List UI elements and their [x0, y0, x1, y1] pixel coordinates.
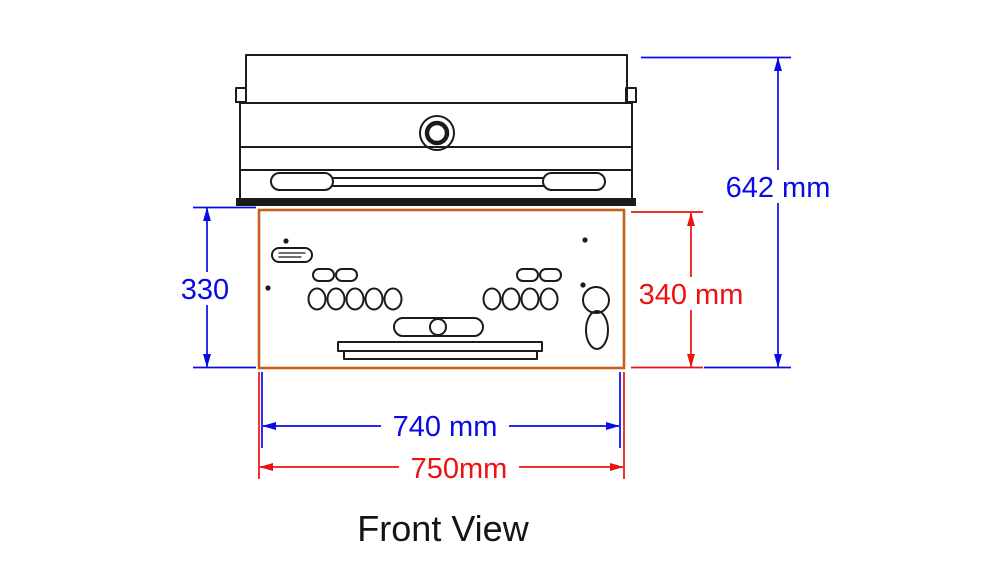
vent-hole — [307, 287, 327, 311]
drip-tray-lip — [337, 341, 543, 352]
vent-hole — [501, 287, 521, 311]
hood-top — [245, 54, 628, 104]
latch-slot — [393, 317, 484, 337]
vent-slot — [516, 268, 539, 282]
screw-dot — [580, 282, 586, 288]
drip-tray-body — [343, 350, 538, 360]
vent-hole — [383, 287, 403, 311]
view-title: Front View — [357, 508, 529, 549]
handle-bracket-left — [270, 172, 334, 191]
bottle-opener-ring — [582, 286, 610, 314]
bottle-opener-body — [585, 310, 609, 350]
right-height-label: 340 mm — [639, 279, 744, 311]
hood-base-plate — [236, 198, 636, 206]
vent-hole — [345, 287, 365, 311]
cabinet-details — [265, 237, 610, 360]
screw-dot — [582, 237, 588, 243]
label-mask — [640, 277, 743, 310]
overall-height-label: 642 mm — [726, 172, 831, 204]
handle-bracket-right — [542, 172, 606, 191]
cabinet-outline — [257, 208, 626, 370]
vent-hole — [539, 287, 559, 311]
vent-hole — [364, 287, 384, 311]
vent-hole — [326, 287, 346, 311]
screw-dot — [265, 285, 271, 291]
label-mask — [381, 409, 509, 443]
outer-width-label: 750mm — [411, 453, 508, 485]
vent-slot — [335, 268, 358, 282]
cabinet — [257, 208, 626, 370]
vent-slot — [312, 268, 335, 282]
label-mask — [399, 451, 519, 485]
brand-badge — [271, 247, 313, 263]
label-mask — [179, 272, 231, 305]
left-height-label: 330 — [181, 274, 229, 306]
thermometer-dial-center — [424, 120, 450, 146]
thermometer-dial-icon — [419, 115, 455, 151]
vent-slot — [539, 268, 562, 282]
screw-dot — [283, 238, 289, 244]
vent-hole — [520, 287, 540, 311]
inner-width-label: 740 mm — [393, 411, 498, 443]
hood-hinge-left — [235, 87, 247, 103]
vent-hole — [482, 287, 502, 311]
hood-body — [239, 102, 633, 171]
latch-knob — [429, 318, 447, 336]
grill-hood — [235, 54, 637, 206]
label-mask — [726, 170, 830, 203]
dimension-overall-height — [641, 56, 791, 369]
